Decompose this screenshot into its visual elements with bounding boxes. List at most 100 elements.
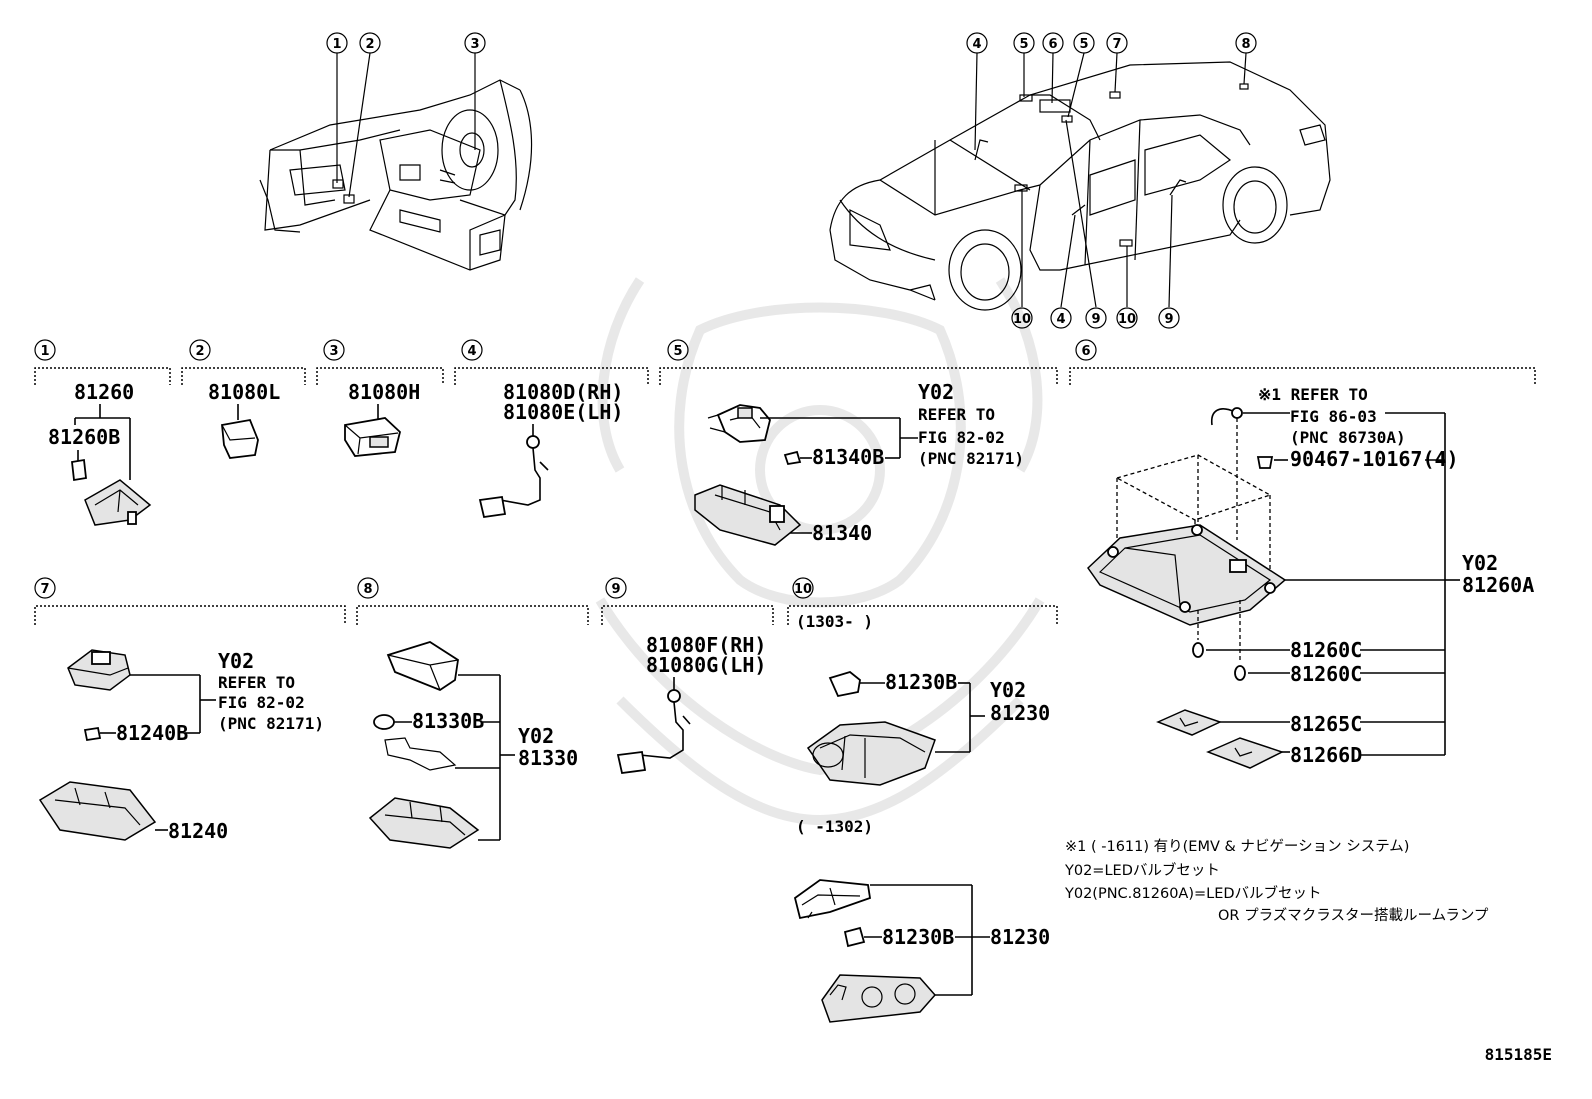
callout-9-car-a: 9 bbox=[1091, 312, 1100, 327]
s7-refer-fig: FIG 82-02 bbox=[218, 693, 305, 712]
part-81260: 81260 bbox=[74, 380, 134, 404]
part-81260B: 81260B bbox=[48, 425, 120, 449]
section-8-number: 8 bbox=[363, 582, 372, 597]
section-3-number: 3 bbox=[329, 344, 338, 359]
connector-cable-icon bbox=[1210, 408, 1236, 426]
section-2: 81080L bbox=[208, 380, 280, 459]
callout-4-car-b: 4 bbox=[1056, 312, 1065, 327]
callout-2-top: 2 bbox=[365, 37, 374, 52]
lamp-housing-81330-icon bbox=[368, 797, 480, 849]
lens-cover-81230-old-icon bbox=[793, 879, 872, 920]
s10-y02-label: Y02 bbox=[990, 678, 1026, 702]
part-81265C: 81265C bbox=[1290, 712, 1362, 736]
part-81080L: 81080L bbox=[208, 380, 280, 404]
callout-3-top: 3 bbox=[470, 37, 479, 52]
part-81260A: 81260A bbox=[1462, 573, 1534, 597]
s7-refer-pnc: (PNC 82171) bbox=[218, 714, 324, 733]
part-81260C-1: 81260C bbox=[1290, 638, 1362, 662]
part-81230-old: 81230 bbox=[990, 925, 1050, 949]
callout-7-car: 7 bbox=[1112, 37, 1121, 52]
part-81080E-LH: 81080E(LH) bbox=[503, 400, 623, 424]
section-5: 81340B Y02 REFER TO FIG 82-02 (PNC 82171… bbox=[694, 380, 1024, 546]
led-bulb-icon-1 bbox=[1192, 642, 1204, 658]
screw-icon bbox=[1256, 456, 1274, 469]
part-81340: 81340 bbox=[812, 521, 872, 545]
s5-y02-label: Y02 bbox=[918, 380, 954, 404]
bulb-icon-81340B bbox=[783, 450, 802, 466]
callout-9-car-b: 9 bbox=[1164, 312, 1173, 327]
part-81330: 81330 bbox=[518, 746, 578, 770]
part-90467-10167: 90467-10167(4) bbox=[1290, 447, 1459, 471]
s5-refer-pnc: (PNC 82171) bbox=[918, 449, 1024, 468]
s7-refer-to: REFER TO bbox=[218, 673, 295, 692]
part-81260C-2: 81260C bbox=[1290, 662, 1362, 686]
notes-block: ※1 ( -1611) 有り(EMV & ナビゲーション システム) Y02=L… bbox=[1064, 838, 1489, 924]
section-4: 81080D(RH) 81080E(LH) bbox=[478, 380, 623, 519]
section-headers-row2: 7 8 9 10 bbox=[34, 577, 1058, 625]
vanity-lamp-81230-old-icon bbox=[821, 974, 937, 1023]
bulb-icon-81330B bbox=[373, 714, 395, 730]
bulb-icon-81230B-old bbox=[843, 926, 866, 948]
section-6-number: 6 bbox=[1081, 344, 1090, 359]
section-4-number: 4 bbox=[467, 344, 476, 359]
part-81240B: 81240B bbox=[116, 721, 188, 745]
lamp-housing-81340-icon bbox=[694, 484, 802, 546]
part-81230-new: 81230 bbox=[990, 701, 1050, 725]
s6-refer-pnc: (PNC 86730A) bbox=[1290, 428, 1406, 447]
door-courtesy-lamp-icon bbox=[667, 689, 681, 703]
section-headers-row1: 1 2 3 4 5 6 bbox=[34, 339, 1536, 385]
lens-cover-icon bbox=[386, 641, 459, 692]
lamp-housing-81240-icon bbox=[38, 781, 157, 841]
lens-81266D-icon bbox=[1206, 737, 1284, 769]
callout-5-car-b: 5 bbox=[1079, 37, 1088, 52]
s7-y02-label: Y02 bbox=[218, 649, 254, 673]
callout-8-car: 8 bbox=[1241, 37, 1250, 52]
section-7-number: 7 bbox=[40, 582, 49, 597]
part-81080F-RH: 81080F(RH) bbox=[646, 633, 766, 657]
s10-range-new: (1303- ) bbox=[796, 612, 873, 631]
watermark-emblem bbox=[595, 277, 1045, 826]
section-10-number: 10 bbox=[794, 582, 812, 597]
section-7: 81240B Y02 REFER TO FIG 82-02 (PNC 82171… bbox=[38, 649, 324, 843]
callout-5-car-a: 5 bbox=[1019, 37, 1028, 52]
figure-id: 815185E bbox=[1485, 1045, 1552, 1064]
s8-y02-label: Y02 bbox=[518, 724, 554, 748]
callout-4-car: 4 bbox=[972, 37, 981, 52]
section-6: ※1 REFER TO FIG 86-03 (PNC 86730A) 90467… bbox=[1087, 385, 1534, 769]
part-81240: 81240 bbox=[168, 819, 228, 843]
led-bulb-icon-2 bbox=[1234, 665, 1246, 681]
section-1-number: 1 bbox=[40, 344, 49, 359]
note-line-2: Y02=LEDバルブセット bbox=[1064, 861, 1220, 879]
note-line-3: Y02(PNC.81260A)=LEDバルブセット bbox=[1064, 884, 1322, 902]
section-5-number: 5 bbox=[673, 344, 682, 359]
part-81230B-new: 81230B bbox=[885, 670, 957, 694]
s6-y02-label: Y02 bbox=[1462, 551, 1498, 575]
footwell-lamp-icon bbox=[526, 435, 540, 449]
s5-refer-fig: FIG 82-02 bbox=[918, 428, 1005, 447]
section-8: 81330B Y02 81330 bbox=[368, 641, 578, 849]
section-9-number: 9 bbox=[611, 582, 620, 597]
callout-10-car-a: 10 bbox=[1013, 312, 1031, 327]
section-1: 81260 81260B bbox=[48, 380, 152, 526]
note-line-4: OR プラズマクラスター搭載ルームランプ bbox=[1218, 907, 1489, 924]
terminal-bracket-icon bbox=[384, 737, 457, 771]
s5-refer-to: REFER TO bbox=[918, 405, 995, 424]
callout-1-top: 1 bbox=[332, 37, 341, 52]
s6-refer-to: ※1 REFER TO bbox=[1258, 385, 1368, 404]
bulb-icon bbox=[71, 458, 87, 482]
car-callouts: 4 5 6 5 7 8 10 4 9 10 9 bbox=[966, 32, 1257, 329]
lamp-housing-icon bbox=[84, 479, 152, 526]
section-3: 81080H bbox=[344, 380, 420, 457]
part-81340B: 81340B bbox=[812, 445, 884, 469]
section-2-number: 2 bbox=[195, 344, 204, 359]
part-81230B-old: 81230B bbox=[882, 925, 954, 949]
part-81080H: 81080H bbox=[348, 380, 420, 404]
vanity-lamp-81230-new-icon bbox=[806, 721, 936, 786]
callout-6-car: 6 bbox=[1048, 37, 1057, 52]
callout-10-car-b: 10 bbox=[1118, 312, 1136, 327]
part-81080D-RH: 81080D(RH) bbox=[503, 380, 623, 404]
part-81330B: 81330B bbox=[412, 709, 484, 733]
car-illustration bbox=[829, 61, 1331, 311]
reading-lamp-unit-icon bbox=[716, 404, 771, 443]
